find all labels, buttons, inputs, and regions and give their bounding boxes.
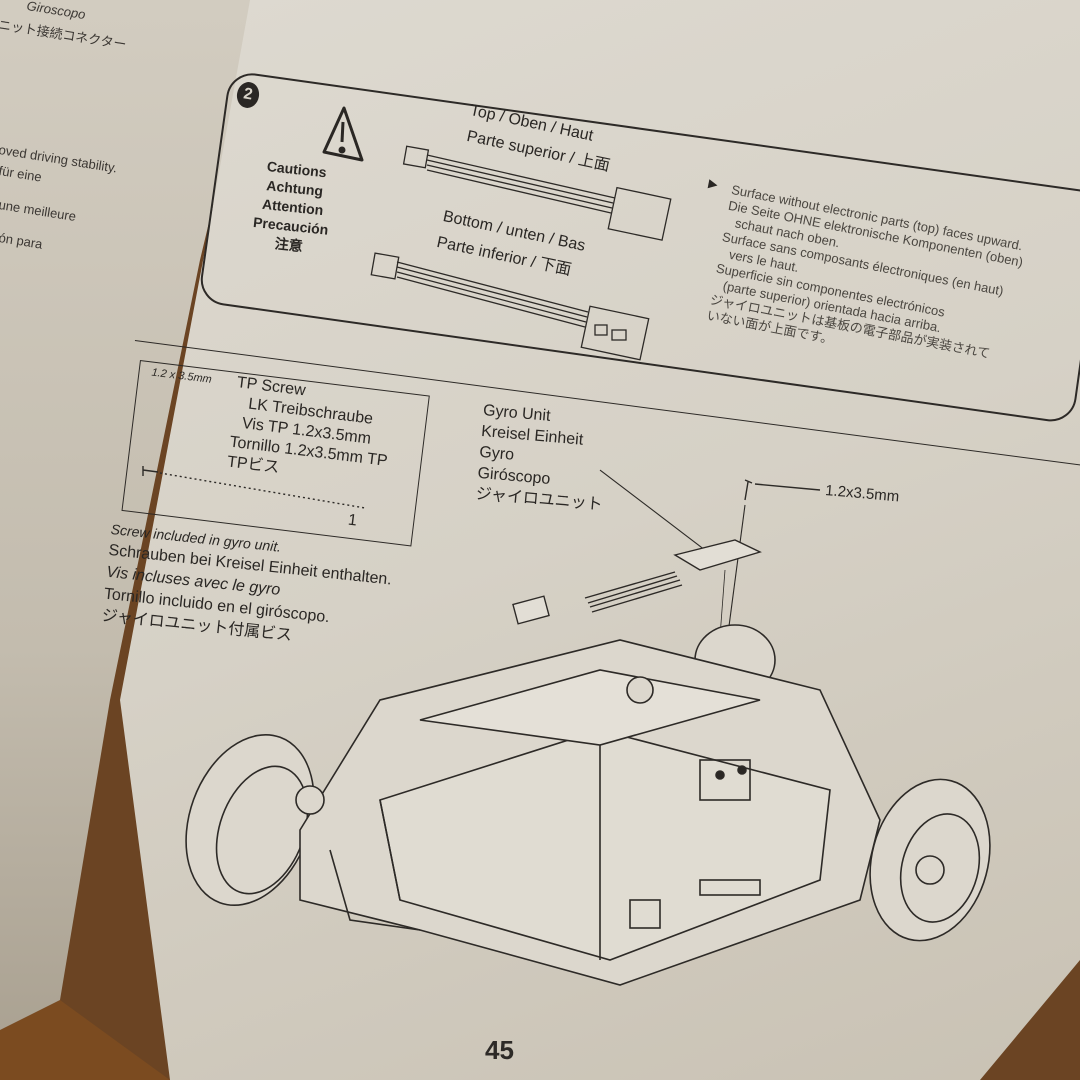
gyro-top-diagram — [402, 145, 672, 241]
part-quantity: 1 — [347, 511, 358, 530]
gyro-callout: Gyro Unit Kreisel Einheit Gyro Giróscopo… — [475, 400, 611, 516]
screw-icon — [142, 466, 821, 509]
part-size: 1.2 x 3.5mm — [150, 366, 213, 386]
caution-labels: Cautions Achtung Attention Precaución 注意 — [250, 156, 335, 258]
part-name-list: TP Screw LK Treibschraube Vis TP 1.2x3.5… — [226, 373, 396, 492]
warning-triangle-icon — [322, 106, 364, 162]
gyro-unit-drawing — [512, 539, 762, 625]
page-number: 45 — [485, 1035, 514, 1065]
gyro-bottom-diagram — [370, 252, 650, 361]
chassis-drawing — [185, 624, 991, 986]
